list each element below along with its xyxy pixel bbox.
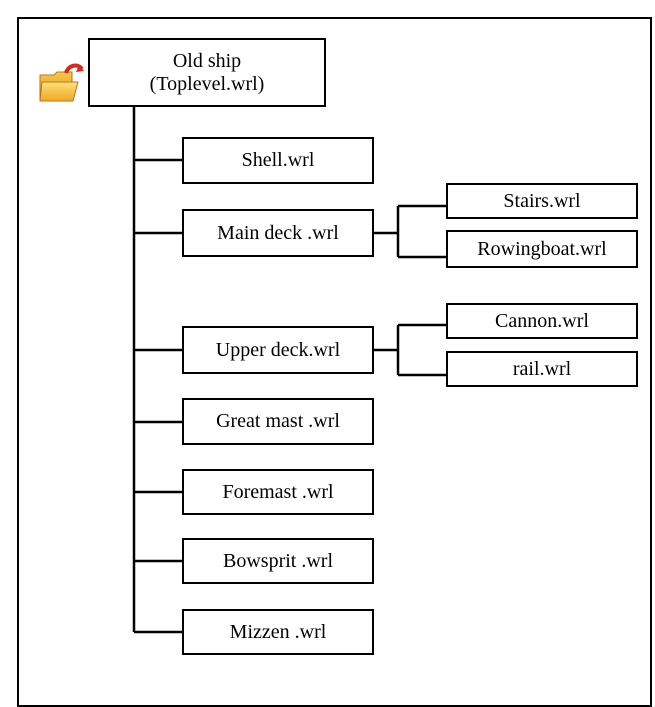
node-rowingboat: Rowingboat.wrl xyxy=(446,230,638,268)
node-rail: rail.wrl xyxy=(446,351,638,387)
node-stairs: Stairs.wrl xyxy=(446,183,638,219)
folder-icon xyxy=(39,63,84,102)
node-cannon: Cannon.wrl xyxy=(446,303,638,339)
node-shell: Shell.wrl xyxy=(182,137,374,184)
root-label-line1: Old ship xyxy=(172,49,242,72)
root-label-line2: (Toplevel.wrl) xyxy=(149,72,265,95)
node-main-deck: Main deck .wrl xyxy=(182,209,374,257)
node-mizzen: Mizzen .wrl xyxy=(182,609,374,655)
node-foremast: Foremast .wrl xyxy=(182,469,374,515)
node-bowsprit: Bowsprit .wrl xyxy=(182,538,374,584)
node-root: Old ship (Toplevel.wrl) xyxy=(88,38,326,107)
node-great-mast: Great mast .wrl xyxy=(182,398,374,445)
node-upper-deck: Upper deck.wrl xyxy=(182,326,374,374)
